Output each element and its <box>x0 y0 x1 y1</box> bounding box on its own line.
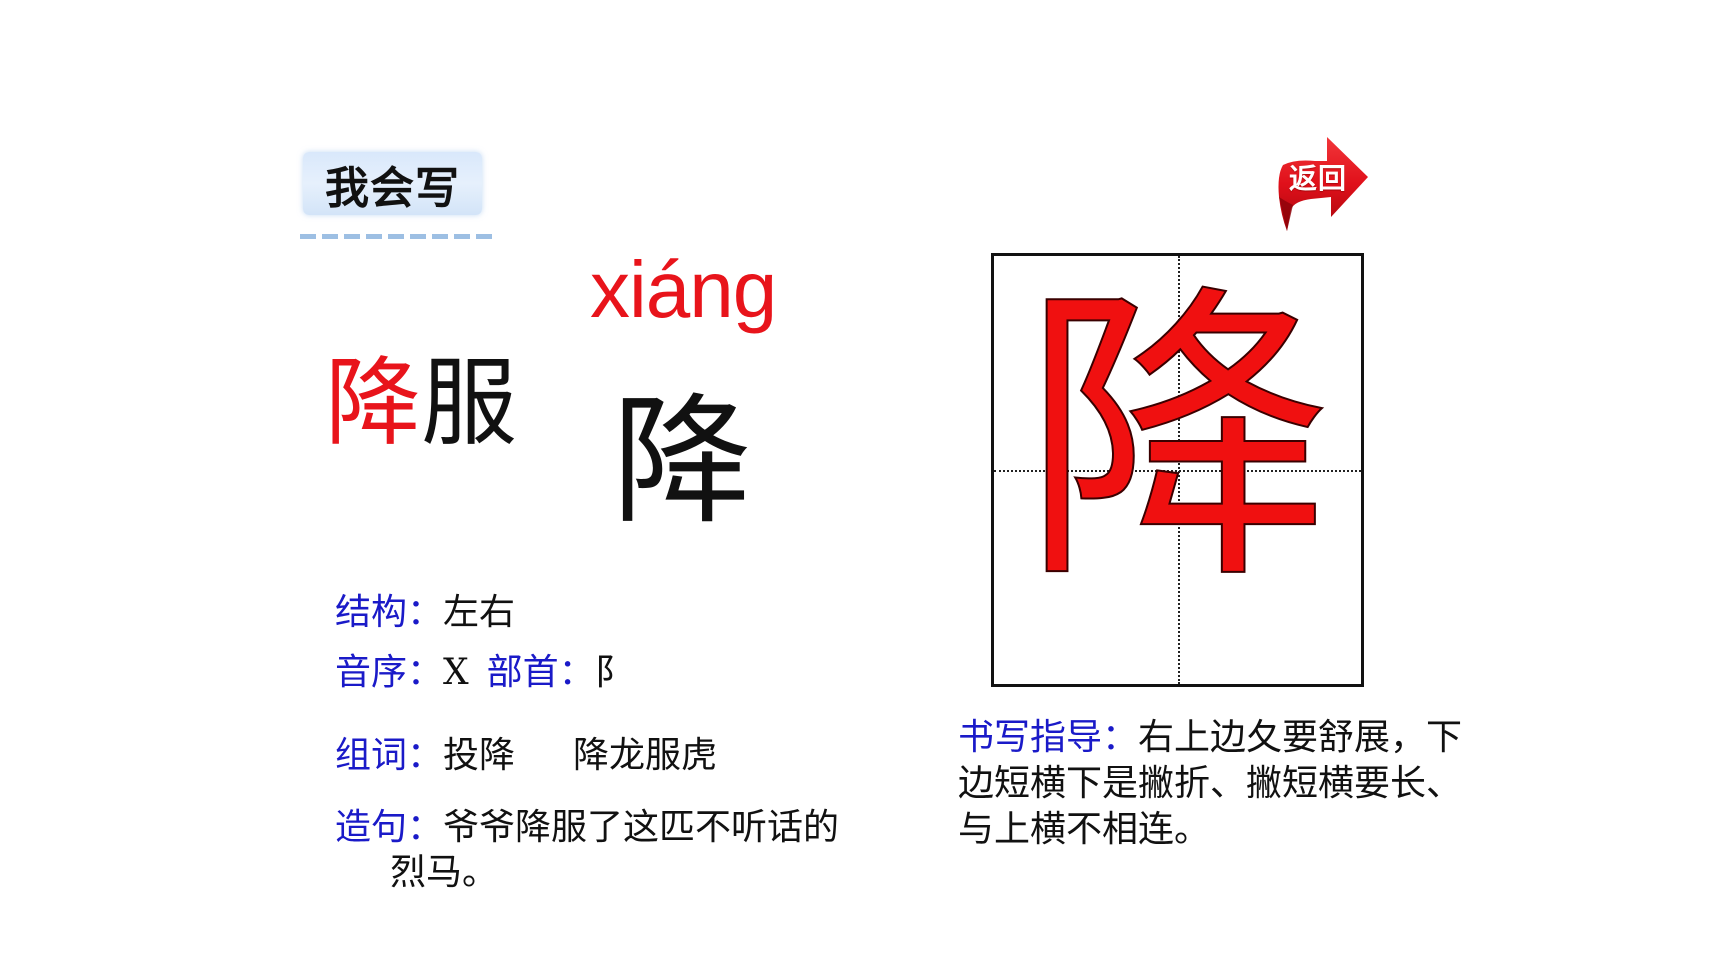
sentence-line-1: 爷爷降服了这匹不听话的 <box>443 807 840 848</box>
sentence-row: 造句：爷爷降服了这匹不听话的 <box>335 810 839 846</box>
phonetic-order-value: X <box>443 652 469 693</box>
return-label: 返回 <box>1289 162 1348 195</box>
word-item: 降龙服虎 <box>573 735 718 776</box>
words-row: 组词：投降 降龙服虎 <box>335 738 717 774</box>
structure-label: 结构： <box>335 592 444 633</box>
dashed-divider <box>300 234 494 239</box>
large-character: 降 <box>612 381 753 544</box>
guide-text: 右上边夂要舒展，下边短横下是撇折、撇短横要长、与上横不相连。 <box>958 717 1463 850</box>
radical-label: 部首： <box>486 652 595 693</box>
grid-character: 降 <box>1022 260 1334 621</box>
radical-value: 阝 <box>594 652 631 693</box>
structure-row: 结构：左右 <box>335 595 515 631</box>
section-title-badge: 我会写 <box>303 152 482 215</box>
writing-grid: 降 <box>991 253 1364 687</box>
word-item: 投降 <box>443 735 516 776</box>
guide-label: 书写指导： <box>958 717 1139 758</box>
structure-value: 左右 <box>443 592 516 633</box>
section-title: 我会写 <box>325 162 460 214</box>
red-arrow-icon <box>1278 137 1368 231</box>
sentence-line-2: 烈马。 <box>390 852 499 893</box>
word-rest: 服 <box>421 347 517 459</box>
word-highlight-char: 降 <box>325 347 421 459</box>
sentence-label: 造句： <box>335 807 444 848</box>
example-word: 降服 <box>325 355 517 451</box>
writing-guide: 书写指导：右上边夂要舒展，下边短横下是撇折、撇短横要长、与上横不相连。 <box>958 715 1478 853</box>
phonetic-radical-row: 音序：X 部首：阝 <box>335 655 631 691</box>
pinyin: xiáng <box>590 245 777 334</box>
return-button[interactable]: 返回 <box>1275 135 1370 233</box>
grid-horizontal-guide <box>994 470 1361 472</box>
words-label: 组词： <box>335 735 444 776</box>
phonetic-order-label: 音序： <box>335 652 444 693</box>
